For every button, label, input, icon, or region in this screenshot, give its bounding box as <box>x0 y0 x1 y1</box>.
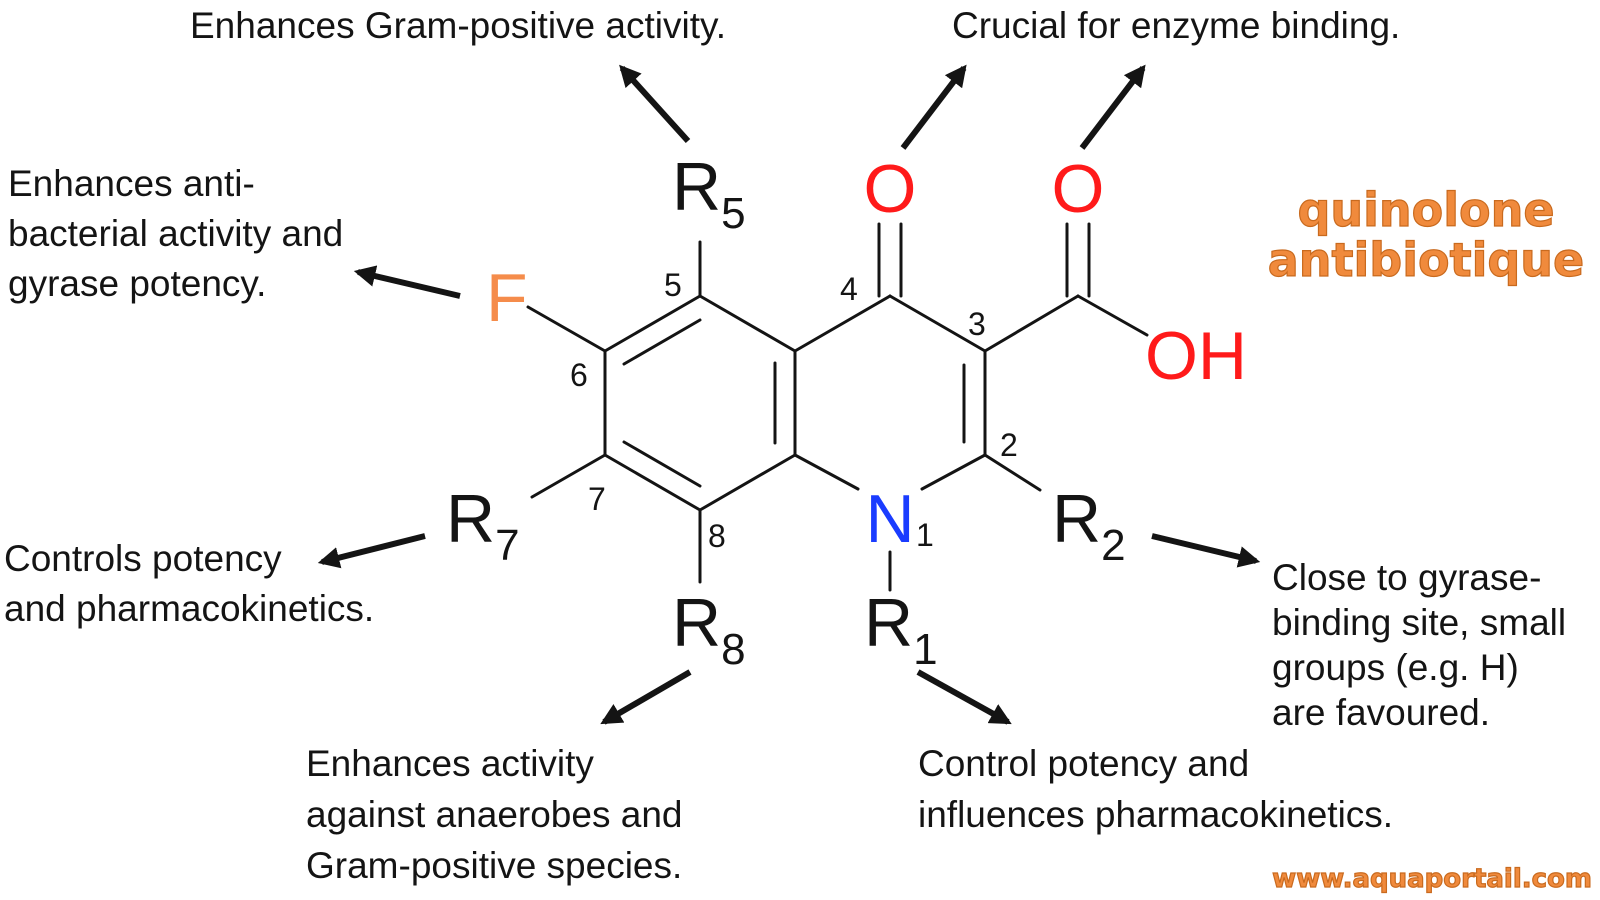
bond-c4a-c5 <box>698 294 797 353</box>
molecule-bonds <box>526 222 1149 592</box>
website-watermark: www.aquaportail.com <box>1272 864 1592 894</box>
bond-c4-c4a <box>793 294 892 353</box>
title-line-1: quinolone <box>1297 183 1554 237</box>
position-3: 3 <box>968 306 986 342</box>
annotation-r8: Enhances activity against anaerobes and … <box>306 743 693 886</box>
bond-c6-f <box>526 305 607 353</box>
position-6: 6 <box>570 357 588 393</box>
branding: quinolone antibiotique www.aquaportail.c… <box>1267 182 1592 894</box>
arrow-r5 <box>619 64 691 144</box>
arrow-r8 <box>600 669 692 725</box>
fluorine-label: F <box>486 260 528 336</box>
bond-c7-r7 <box>530 453 607 499</box>
bond-c5-c6 <box>603 294 702 353</box>
ketone-oxygen-label: O <box>864 151 917 227</box>
atoms: O O OH F N R5 R7 R8 R1 R2 <box>446 149 1247 674</box>
bond-c2-n1 <box>920 453 987 491</box>
annotation-carbonyl: Crucial for enzyme binding. <box>952 5 1400 46</box>
position-4: 4 <box>840 271 858 307</box>
arrow-acid-oxygen <box>1079 64 1146 150</box>
arrow-r1 <box>916 669 1012 725</box>
position-7: 7 <box>588 481 606 517</box>
nitrogen-label: N <box>865 481 914 557</box>
annotation-arrows <box>317 64 1261 725</box>
r8-label: R8 <box>672 585 746 674</box>
bond-c5-c6-inner <box>622 318 702 366</box>
position-5: 5 <box>664 267 682 303</box>
arrow-r2 <box>1151 533 1261 568</box>
bond-c7-c8-inner <box>622 440 702 488</box>
position-2: 2 <box>1000 427 1018 463</box>
annotation-r1: Control potency and influences pharmacok… <box>918 743 1393 835</box>
annotation-r2: Close to gyrase- binding site, small gro… <box>1272 557 1576 733</box>
bond-c4-c3 <box>888 294 987 353</box>
annotation-r5: Enhances Gram-positive activity. <box>190 5 726 46</box>
position-8: 8 <box>708 518 726 554</box>
ring-position-numbers: 1 2 3 4 5 6 7 8 <box>570 267 1018 554</box>
r7-label: R7 <box>446 481 520 570</box>
r5-label: R5 <box>672 149 746 238</box>
arrow-r7 <box>317 533 426 569</box>
bond-cacid-oh <box>1076 294 1149 337</box>
bond-c8-c8a <box>698 453 797 512</box>
bond-n1-c8a <box>793 453 860 491</box>
title-line-2: antibiotique <box>1268 233 1584 287</box>
hydroxyl-label: OH <box>1145 318 1247 394</box>
bond-c7-c8 <box>603 453 702 512</box>
arrow-fluorine <box>353 265 461 299</box>
r1-label: R1 <box>864 585 938 674</box>
annotations: Enhances Gram-positive activity. Crucial… <box>4 5 1576 886</box>
annotation-fluorine: Enhances anti- bacterial activity and gy… <box>8 163 354 304</box>
acid-oxygen-label: O <box>1052 151 1105 227</box>
bond-c2-r2 <box>983 453 1042 492</box>
position-1: 1 <box>916 517 934 553</box>
r2-label: R2 <box>1052 481 1126 570</box>
annotation-r7: Controls potency and pharmacokinetics. <box>4 538 374 629</box>
arrow-ketone-oxygen <box>900 64 967 150</box>
bond-c3-cacid <box>983 294 1080 353</box>
